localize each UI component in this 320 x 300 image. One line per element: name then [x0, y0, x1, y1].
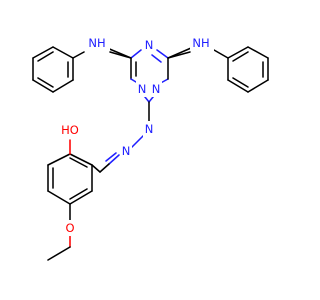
atom-hydroxyl: HO [57, 122, 83, 138]
bond-triazine-nh-right [167, 51, 191, 59]
bond-left-phenyl-nh [72, 51, 85, 59]
bond-methyl [47, 246, 71, 261]
label-methoxy-o: O [65, 221, 74, 235]
atom-nh-right: NH [190, 35, 214, 51]
label-n-triazine-left: N [138, 82, 147, 96]
label-hydroxyl: HO [61, 123, 79, 137]
bond-right-phenyl-nh [213, 49, 229, 59]
atom-n-hydrazone-2: N [120, 143, 132, 159]
label-n-hydrazone-1: N [145, 122, 154, 136]
label-n-triazine-top: N [145, 38, 154, 52]
bond-triazine-nh-left [109, 51, 132, 59]
bond-ch-ring [99, 163, 110, 173]
label-n-hydrazone-2: N [122, 144, 131, 158]
atom-n-hydrazone-1: N [143, 121, 155, 137]
atom-nh-left: NH [86, 35, 110, 51]
molecule-structure: NH NH N N N N N HO O [32, 35, 269, 261]
label-n-triazine-right: N [152, 82, 161, 96]
atom-methoxy-o: O [64, 220, 76, 236]
label-nh-left: NH [88, 36, 105, 50]
bond-n-ch [108, 154, 120, 165]
atom-n-triazine-left: N [136, 81, 148, 97]
methoxyphenol-ring [47, 153, 93, 205]
label-nh-right: NH [192, 36, 209, 50]
bond-n-n [130, 133, 146, 149]
bond-ring-vinyl [91, 164, 101, 173]
left-phenyl-ring [32, 46, 74, 93]
atom-n-triazine-right: N [150, 81, 162, 97]
right-phenyl-ring [227, 46, 269, 93]
atom-n-triazine-top: N [143, 37, 155, 53]
